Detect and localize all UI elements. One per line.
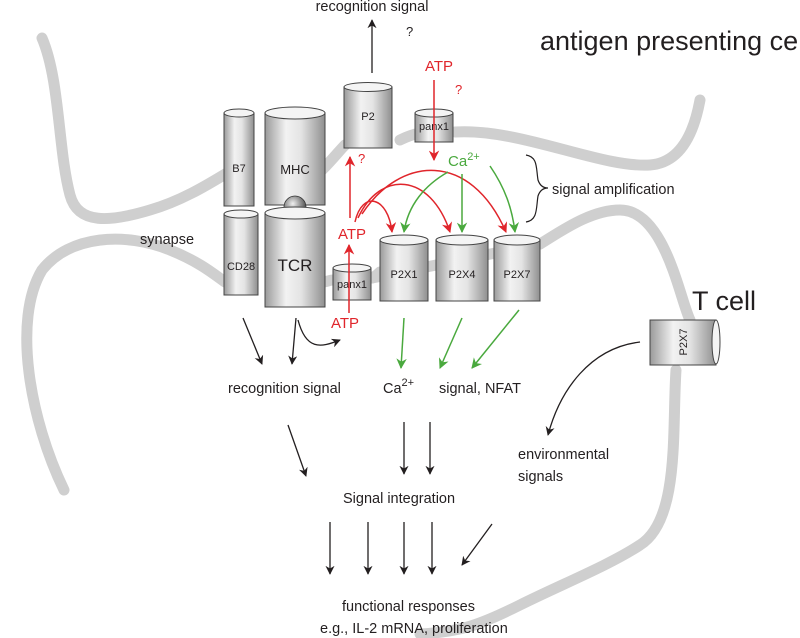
- environmental-label-line2: signals: [518, 469, 563, 485]
- functional-responses-label: functional responses: [342, 599, 475, 615]
- calcium-to-p2x1-arrow: [400, 171, 449, 234]
- atp-to-p2x1-arrow: [354, 200, 397, 234]
- tcr-down-arrow: [288, 317, 298, 365]
- apc-label: antigen presenting cell: [540, 26, 800, 56]
- mhc-protein: MHC: [264, 106, 326, 206]
- p2x4-label: P2X4: [449, 269, 476, 281]
- environmental-label-line1: environmental: [518, 447, 609, 463]
- p2x1-label: P2X1: [391, 269, 418, 281]
- tcell-label: T cell: [692, 286, 756, 316]
- atp-to-p2x4-arrow: [357, 183, 452, 233]
- recognition-signal-bottom: recognition signal: [228, 381, 341, 397]
- b7-protein: B7: [223, 108, 255, 207]
- p2x1-receptor: P2X1: [379, 234, 429, 302]
- cd28-label: CD28: [227, 261, 255, 273]
- tcr-label: TCR: [278, 256, 313, 275]
- question-mark-top: ?: [406, 24, 413, 39]
- atp-to-p2x7-arrow: [361, 169, 508, 233]
- functional-examples-label: e.g., IL-2 mRNA, proliferation: [320, 621, 508, 637]
- panx1-bottom-channel: panx1: [332, 263, 372, 301]
- mhc-label: MHC: [280, 162, 310, 177]
- environmental-to-responses-arrow: [461, 523, 493, 566]
- recognition-to-integration-arrow: [287, 424, 308, 477]
- question-mark-atp-middle: ?: [358, 151, 365, 166]
- tcr-protein: TCR: [264, 206, 326, 308]
- question-mark-atp-top: ?: [455, 82, 462, 97]
- signal-integration-label: Signal integration: [343, 491, 455, 507]
- p2x1-to-calcium-arrow: [396, 317, 407, 370]
- p2x7-to-calcium-arrow: [471, 309, 520, 369]
- apc-membrane: [36, 32, 706, 225]
- calcium-to-p2x7-arrow: [489, 165, 520, 234]
- p2x7-right-receptor: P2X7: [649, 319, 721, 366]
- environmental-arrow: [545, 341, 641, 436]
- p2x7-receptor: P2X7: [493, 234, 541, 302]
- p2-receptor: P2: [343, 82, 393, 149]
- b7-label: B7: [232, 163, 245, 175]
- calcium-top-label: Ca2+: [448, 151, 480, 170]
- synapse-label: synapse: [140, 232, 194, 248]
- signal-nfat-label: signal, NFAT: [439, 381, 521, 397]
- atp-bottom-label: ATP: [331, 315, 359, 332]
- p2x4-receptor: P2X4: [435, 234, 489, 302]
- p2x4-to-calcium-arrow: [439, 317, 463, 369]
- cd28-down-arrow: [242, 317, 264, 365]
- recognition-signal-top: recognition signal: [316, 0, 429, 15]
- signal-amplification-label: signal amplification: [552, 182, 675, 198]
- amplification-brace: [525, 154, 549, 223]
- p2x7-right-label: P2X7: [678, 329, 690, 356]
- calcium-signal-label: Ca2+: [383, 377, 414, 397]
- panx1-bottom-label: panx1: [337, 279, 367, 291]
- cd28-protein: CD28: [223, 209, 259, 296]
- p2x7-label: P2X7: [504, 269, 531, 281]
- atp-middle-label: ATP: [338, 226, 366, 243]
- tcr-to-atp-arrow: [297, 319, 341, 348]
- atp-top-label: ATP: [425, 58, 453, 75]
- p2-label: P2: [361, 111, 374, 123]
